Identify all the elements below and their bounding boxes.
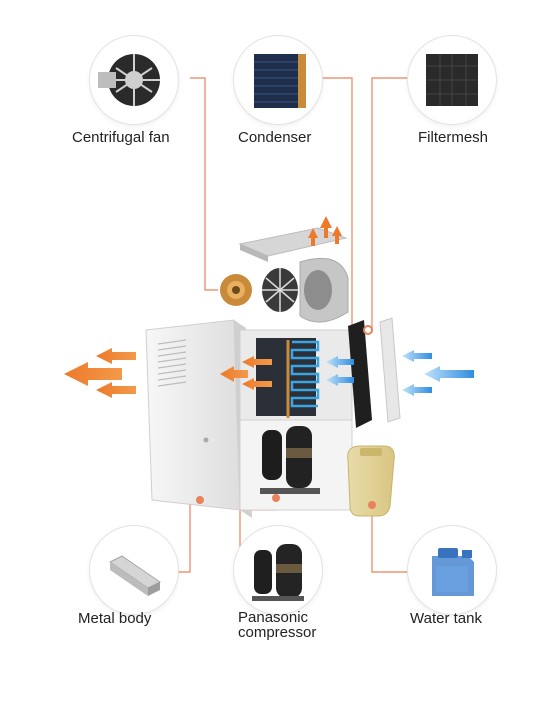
filter-mesh-icon bbox=[408, 36, 496, 124]
compressor-icon bbox=[234, 526, 322, 614]
fan-assembly bbox=[220, 257, 349, 323]
filtermesh-label: Filtermesh bbox=[418, 129, 489, 146]
condenser-coil-icon bbox=[234, 36, 322, 124]
metal-rail-icon bbox=[90, 526, 178, 614]
water-tank-bucket bbox=[347, 445, 395, 517]
cold-air-arrows bbox=[326, 350, 474, 396]
metal-body-label: Metal body bbox=[78, 610, 152, 627]
water-tank-icon bbox=[408, 526, 496, 614]
compressor-label-line1: Panasonic bbox=[238, 609, 309, 626]
filter-mesh-panel bbox=[348, 317, 401, 428]
water-tank-label: Water tank bbox=[410, 610, 482, 627]
metal-body-panel bbox=[145, 319, 252, 518]
condenser-label: Condenser bbox=[238, 129, 312, 146]
compressor-label-line2: compressor bbox=[238, 624, 317, 641]
hot-air-arrows bbox=[64, 348, 272, 398]
compressor-label: Panasonic compressor bbox=[238, 610, 316, 640]
compressor-unit bbox=[260, 426, 320, 502]
centrifugal-fan-icon bbox=[90, 36, 178, 124]
exhaust-arrows-up bbox=[308, 216, 342, 246]
top-cover-plate bbox=[238, 227, 348, 262]
centrifugal-fan-label: Centrifugal fan bbox=[72, 129, 170, 146]
